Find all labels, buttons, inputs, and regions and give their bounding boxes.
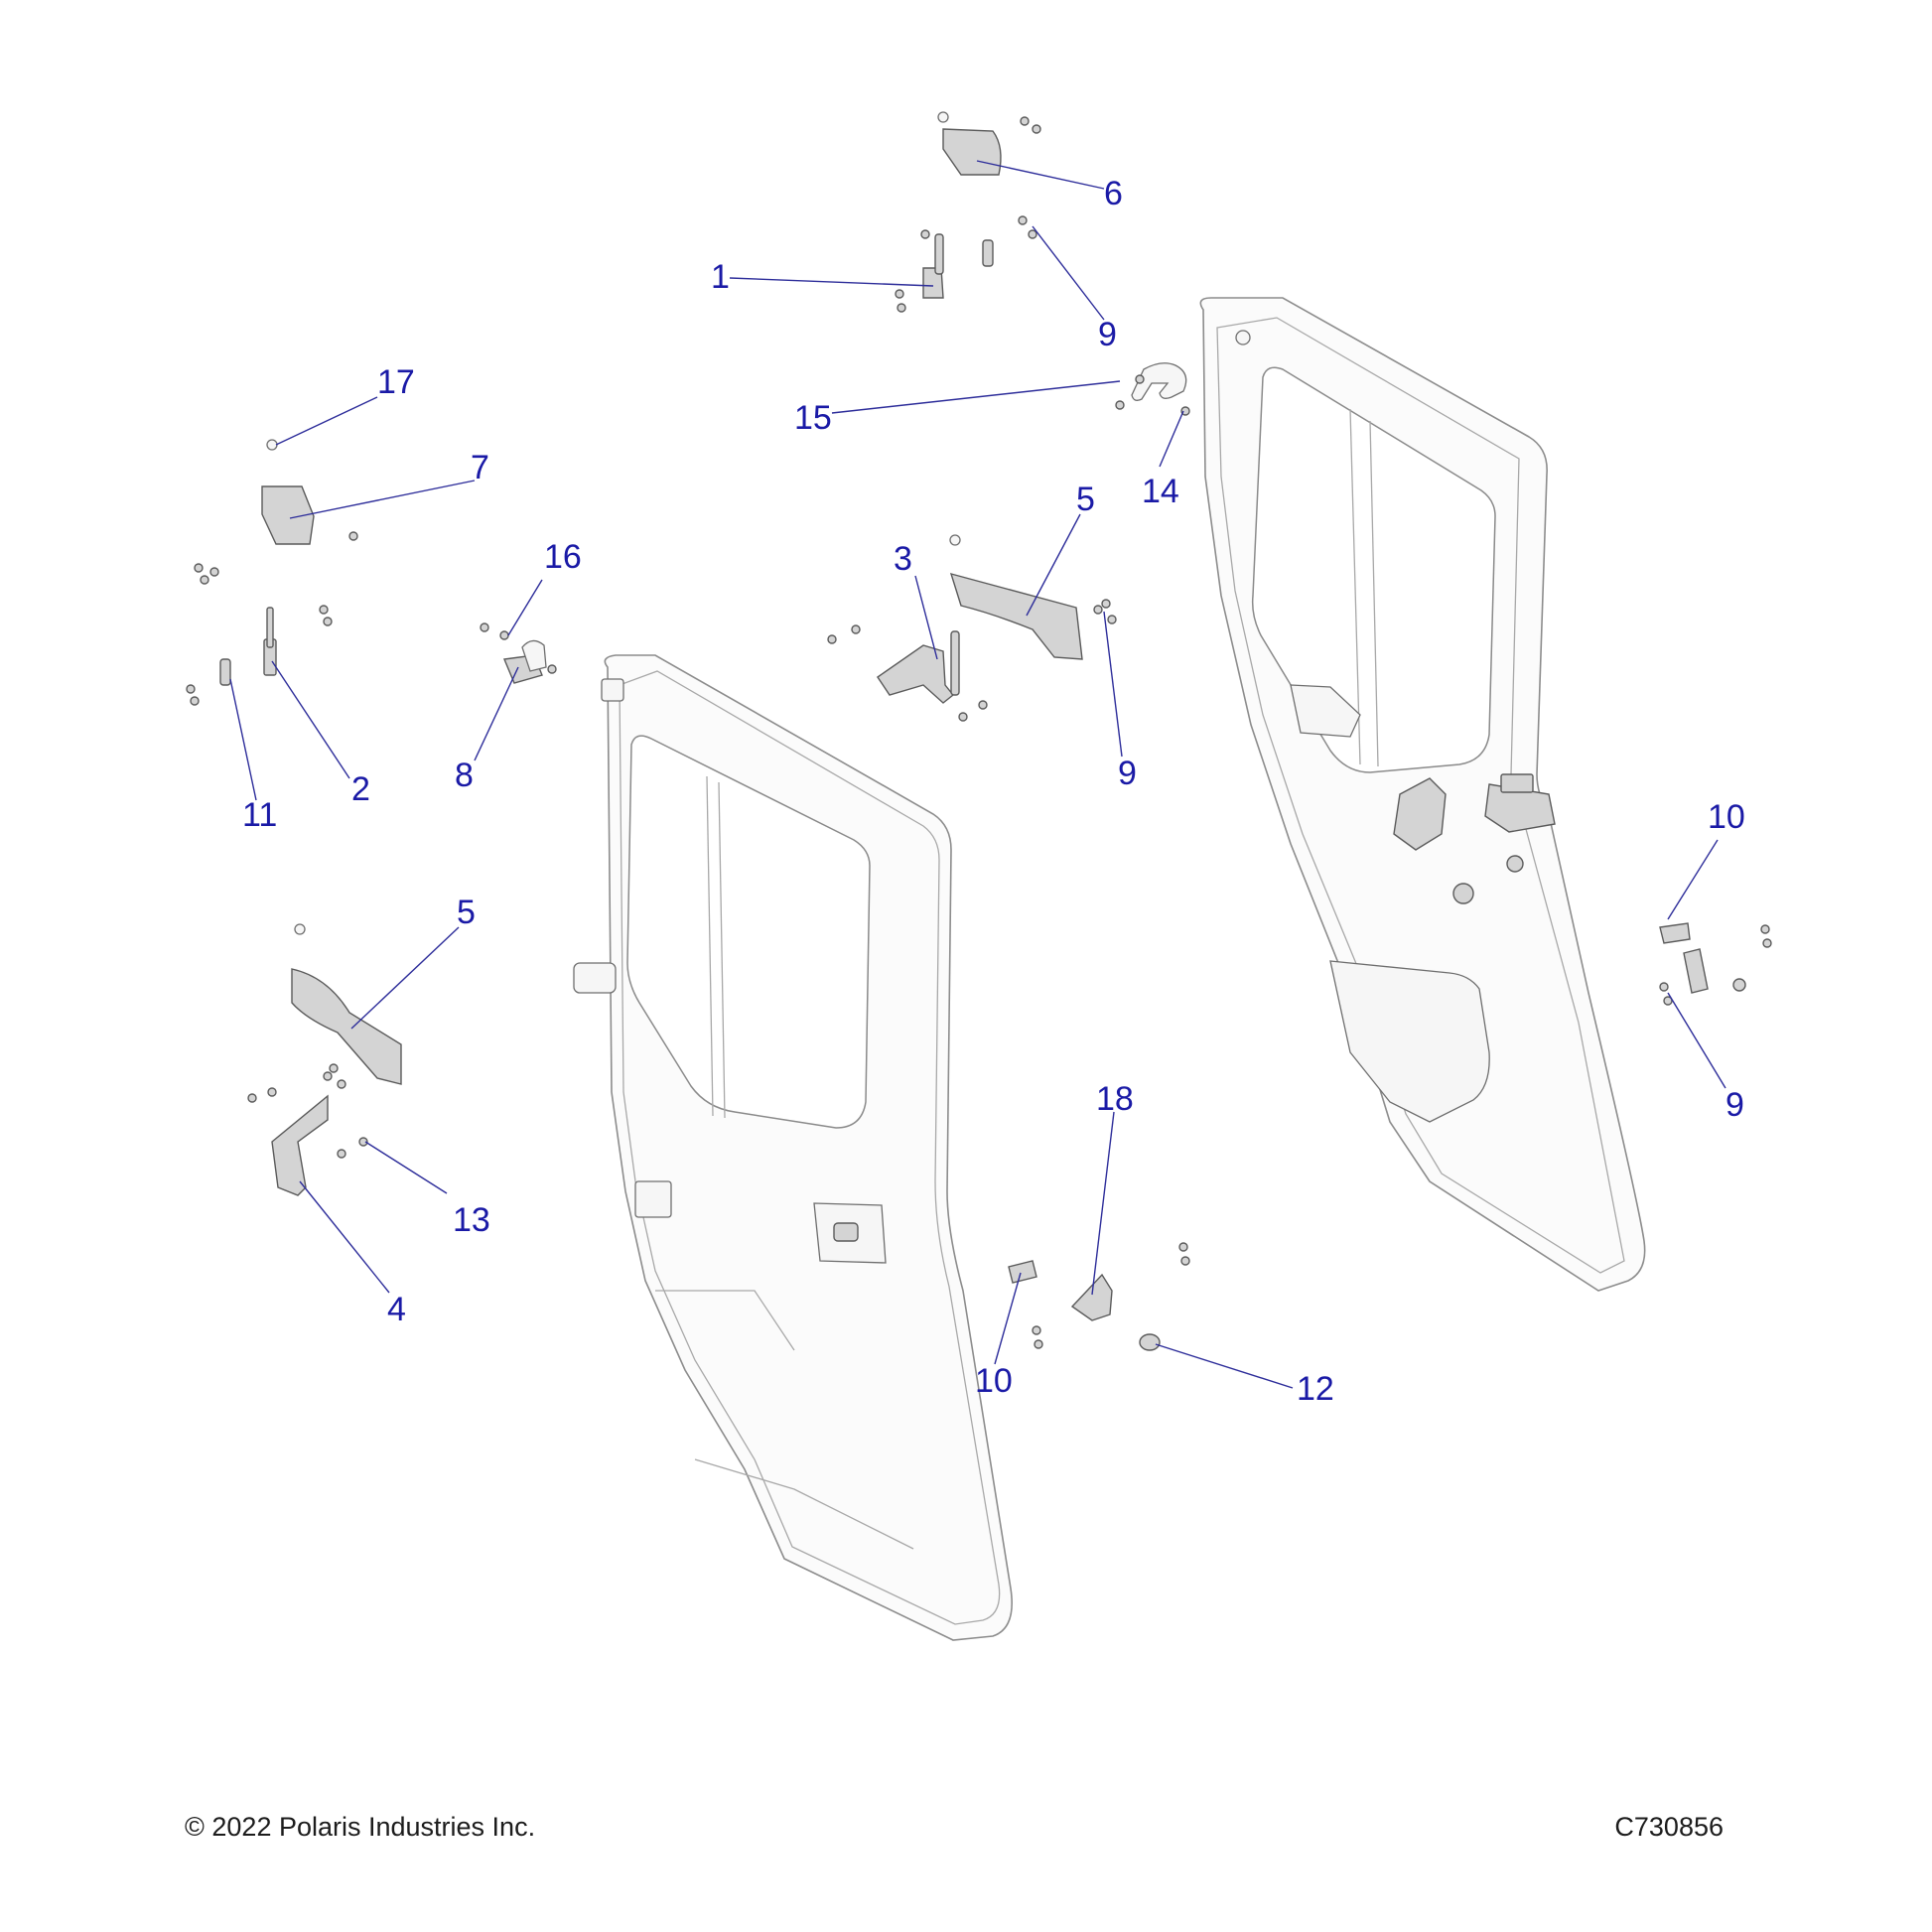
callout-18: 18: [1096, 1080, 1134, 1118]
callout-15: 15: [794, 399, 832, 437]
callout-3: 3: [894, 540, 912, 578]
callout-10-lower: 10: [975, 1362, 1013, 1400]
callout-9-mid: 9: [1118, 755, 1137, 792]
callout-13: 13: [453, 1201, 490, 1239]
callout-9-top: 9: [1098, 316, 1117, 353]
copyright-notice: © 2022 Polaris Industries Inc.: [185, 1812, 536, 1842]
callout-2: 2: [351, 770, 370, 808]
callout-9-right: 9: [1725, 1086, 1744, 1124]
callouts: 1 2 3 4 5 5 6 7 8 9 9 9 10 10 11 12 13 1…: [242, 175, 1745, 1408]
callout-11: 11: [242, 796, 277, 834]
figure-id: C730856: [1614, 1812, 1724, 1842]
callout-14: 14: [1142, 473, 1179, 510]
front-door: [573, 654, 1013, 1641]
callout-1: 1: [711, 258, 730, 296]
callout-6: 6: [1104, 175, 1123, 212]
callout-7: 7: [471, 449, 489, 486]
callout-16: 16: [544, 538, 582, 576]
callout-5-lower: 5: [457, 894, 476, 931]
callout-5-upper: 5: [1076, 481, 1095, 518]
hinge-brackets: [219, 128, 1709, 1351]
leader-lines: [229, 160, 1726, 1389]
rear-door: [1199, 297, 1646, 1292]
fasteners: [186, 111, 1772, 1349]
callout-12: 12: [1297, 1370, 1334, 1408]
callout-4: 4: [387, 1291, 406, 1328]
callout-10-right: 10: [1708, 798, 1745, 836]
callout-8: 8: [455, 757, 474, 794]
callout-17: 17: [377, 363, 415, 401]
